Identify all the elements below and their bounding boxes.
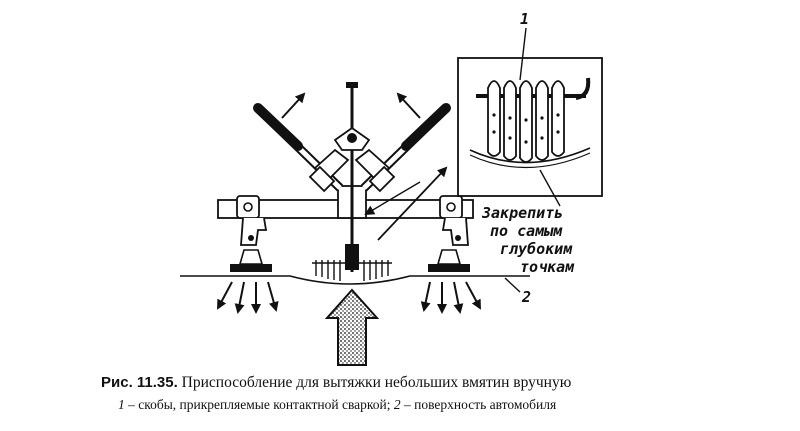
push-arrow-icon [324, 288, 380, 366]
right-lever-arm [354, 103, 451, 193]
right-clamp [428, 195, 470, 272]
note-line-2: по самым [490, 222, 563, 240]
figure-title: Приспособление для вытяжки небольших вмя… [181, 374, 572, 391]
detail-inset [457, 27, 603, 207]
note-line-3: глубоким [500, 240, 573, 258]
figure-caption-legend: 1 – скобы, прикрепляемые контактной свар… [118, 397, 758, 413]
car-surface-line [180, 275, 530, 285]
figure-number: Рис. 11.35. [101, 374, 178, 391]
callout-2: 2 [521, 288, 531, 306]
legend-1-num: 1 [118, 397, 125, 412]
legend-1-text: – скобы, прикрепляемые контактной сварко… [128, 397, 391, 412]
legend-2-text: – поверхность автомобиля [404, 397, 557, 412]
label-2-leader [504, 277, 521, 293]
center-spindle [333, 82, 371, 272]
left-lever-arm [253, 103, 350, 193]
legend-2-num: 2 [393, 397, 401, 412]
pull-arrow-icon [281, 92, 421, 119]
note-line-4: точкам [520, 258, 575, 276]
welded-pins [312, 260, 392, 281]
detail-leader-arrow [377, 166, 448, 241]
callout-1: 1 [520, 10, 529, 28]
note-line-1: Закрепить [481, 204, 563, 222]
dent-leader-arrow [364, 181, 421, 216]
force-arrow-icon [217, 281, 481, 314]
left-clamp [230, 195, 272, 272]
figure-caption-title: Рис. 11.35. Приспособление для вытяжки н… [101, 374, 741, 392]
